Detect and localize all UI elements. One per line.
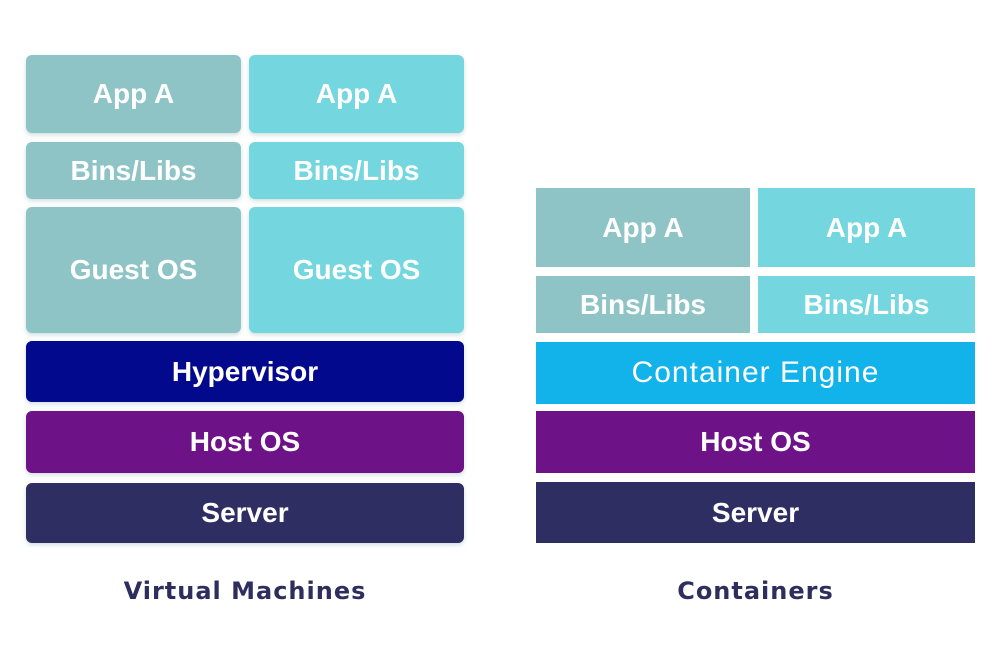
vm-caption: Virtual Machines xyxy=(123,577,367,605)
vm-guest-os-box-right: Guest OS xyxy=(249,207,464,333)
vm-bins-libs-box-right: Bins/Libs xyxy=(249,142,464,199)
vm-server-bar: Server xyxy=(26,483,464,543)
vm-hypervisor-bar: Hypervisor xyxy=(26,341,464,402)
container-app-a-box-left: App A xyxy=(536,188,750,267)
vm-bins-libs-box-left: Bins/Libs xyxy=(26,142,241,199)
vm-app-a-box-right: App A xyxy=(249,55,464,133)
vm-host-os-bar: Host OS xyxy=(26,411,464,473)
containers-caption: Containers xyxy=(677,577,834,605)
container-bins-libs-box-left: Bins/Libs xyxy=(536,276,750,333)
container-server-bar: Server xyxy=(536,482,975,543)
container-engine-bar: Container Engine xyxy=(536,342,975,404)
container-host-os-bar: Host OS xyxy=(536,411,975,473)
container-app-a-box-right: App A xyxy=(758,188,975,267)
vm-app-a-box-left: App A xyxy=(26,55,241,133)
container-bins-libs-box-right: Bins/Libs xyxy=(758,276,975,333)
vm-guest-os-box-left: Guest OS xyxy=(26,207,241,333)
